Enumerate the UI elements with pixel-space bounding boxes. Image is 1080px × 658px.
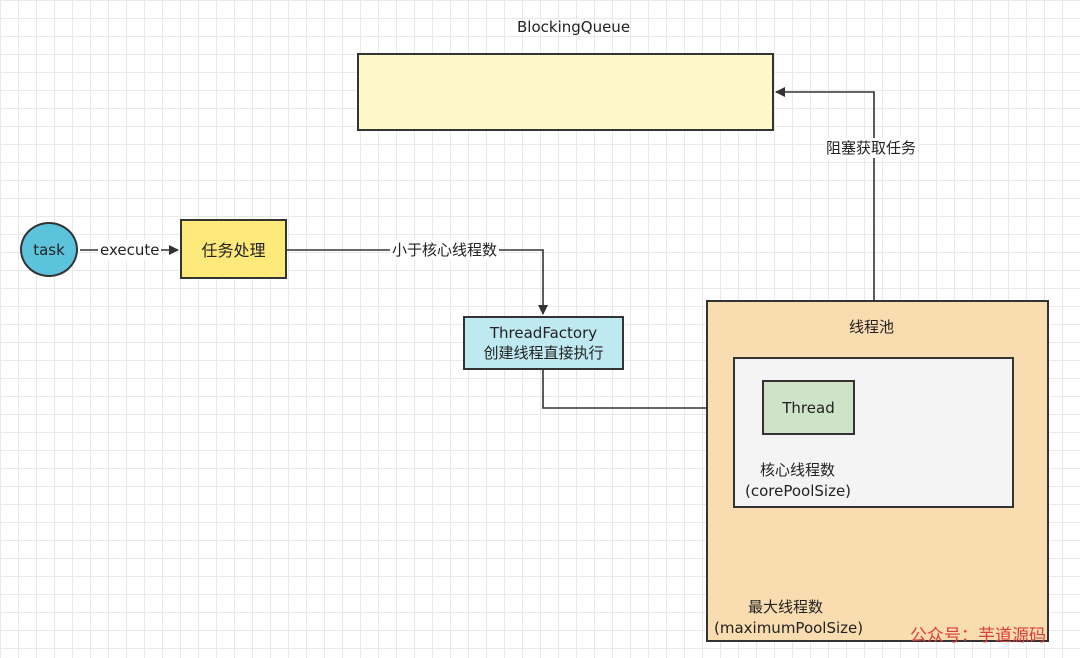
- core-pool-size-label: (corePoolSize): [745, 482, 852, 500]
- thread-factory-desc: 创建线程直接执行: [483, 344, 604, 362]
- execute-label: execute: [98, 240, 162, 260]
- less-than-core-label: 小于核心线程数: [390, 240, 500, 260]
- thread-factory-title: ThreadFactory: [489, 324, 598, 342]
- edge-handler-to-factory: [287, 249, 548, 315]
- edge-factory-to-thread: [542, 370, 761, 413]
- watermark: 公众号：芋道源码: [910, 626, 1046, 646]
- thread-pool-title: 线程池: [849, 318, 895, 336]
- task-node: task: [20, 222, 78, 277]
- thread-factory-box: ThreadFactory 创建线程直接执行: [463, 316, 624, 370]
- edge-pool-to-queue: [775, 87, 875, 300]
- blocking-queue-box: [357, 53, 774, 131]
- core-pool-label: 核心线程数: [760, 461, 836, 479]
- max-pool-size-label: (maximumPoolSize): [714, 619, 864, 637]
- blocking-fetch-label: 阻塞获取任务: [824, 138, 919, 158]
- max-pool-label: 最大线程数: [748, 598, 824, 616]
- queue-title: BlockingQueue: [517, 18, 631, 36]
- task-handler-label: 任务处理: [201, 241, 266, 260]
- thread-label: Thread: [782, 398, 835, 417]
- task-handler-box: 任务处理: [180, 219, 287, 279]
- task-label: task: [33, 240, 65, 259]
- thread-box: Thread: [762, 380, 855, 435]
